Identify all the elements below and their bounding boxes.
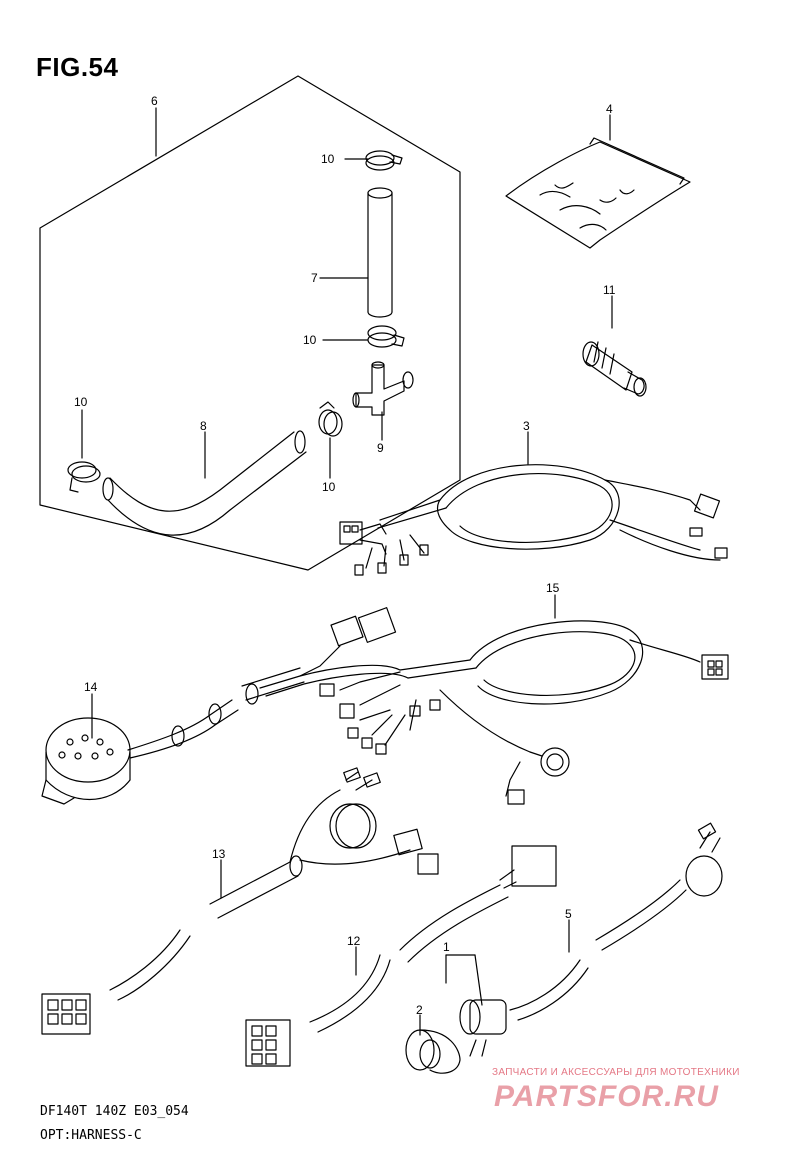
callout-10-left: 10 [74,395,88,409]
callout-3: 3 [523,419,530,433]
callout-2: 2 [416,1003,423,1017]
harness-3 [339,464,728,576]
harness-13 [41,767,439,1035]
callout-13: 13 [212,847,226,861]
harness-12 [245,845,557,1067]
leader-lines [81,107,613,1036]
hose-clamp-10-left [67,461,101,493]
callout-11: 11 [603,283,616,297]
buzzer-14 [41,667,305,805]
callout-10-small: 10 [322,480,336,494]
figure-title: FIG.54 [36,52,119,82]
hose-clamp-10-small [318,401,343,437]
hose-clamp-10-middle [367,325,405,348]
callout-15: 15 [546,581,560,595]
watermark-tagline: ЗАПЧАСТИ И АКСЕССУАРЫ ДЛЯ МОТОТЕХНИКИ [492,1067,740,1078]
hose-7 [367,187,393,318]
bent-hose-8 [102,430,307,536]
harness-15 [259,607,729,805]
callout-5: 5 [565,907,572,921]
hose-clamp-10-top [365,150,403,171]
callout-6: 6 [151,94,158,108]
callout-8: 8 [200,419,207,433]
parts-bag-4 [505,137,691,249]
harness-5 [459,822,723,1057]
callout-10-top: 10 [321,152,335,166]
cap-2 [405,1029,461,1074]
t-fitting-9 [352,361,414,416]
callout-12: 12 [347,934,361,948]
diagram-caption: OPT:HARNESS-C [40,1128,142,1143]
callout-10-middle: 10 [303,333,317,347]
assembly-6-outline [39,75,461,571]
callout-14: 14 [84,680,98,694]
callout-4: 4 [606,102,613,116]
callout-1: 1 [443,940,450,954]
callout-7: 7 [311,271,318,285]
callout-9: 9 [377,441,384,455]
model-code: DF140T 140Z E03_054 [40,1104,189,1119]
watermark-brand: PARTSFOR.RU [494,1080,719,1113]
plug-11 [582,341,647,397]
